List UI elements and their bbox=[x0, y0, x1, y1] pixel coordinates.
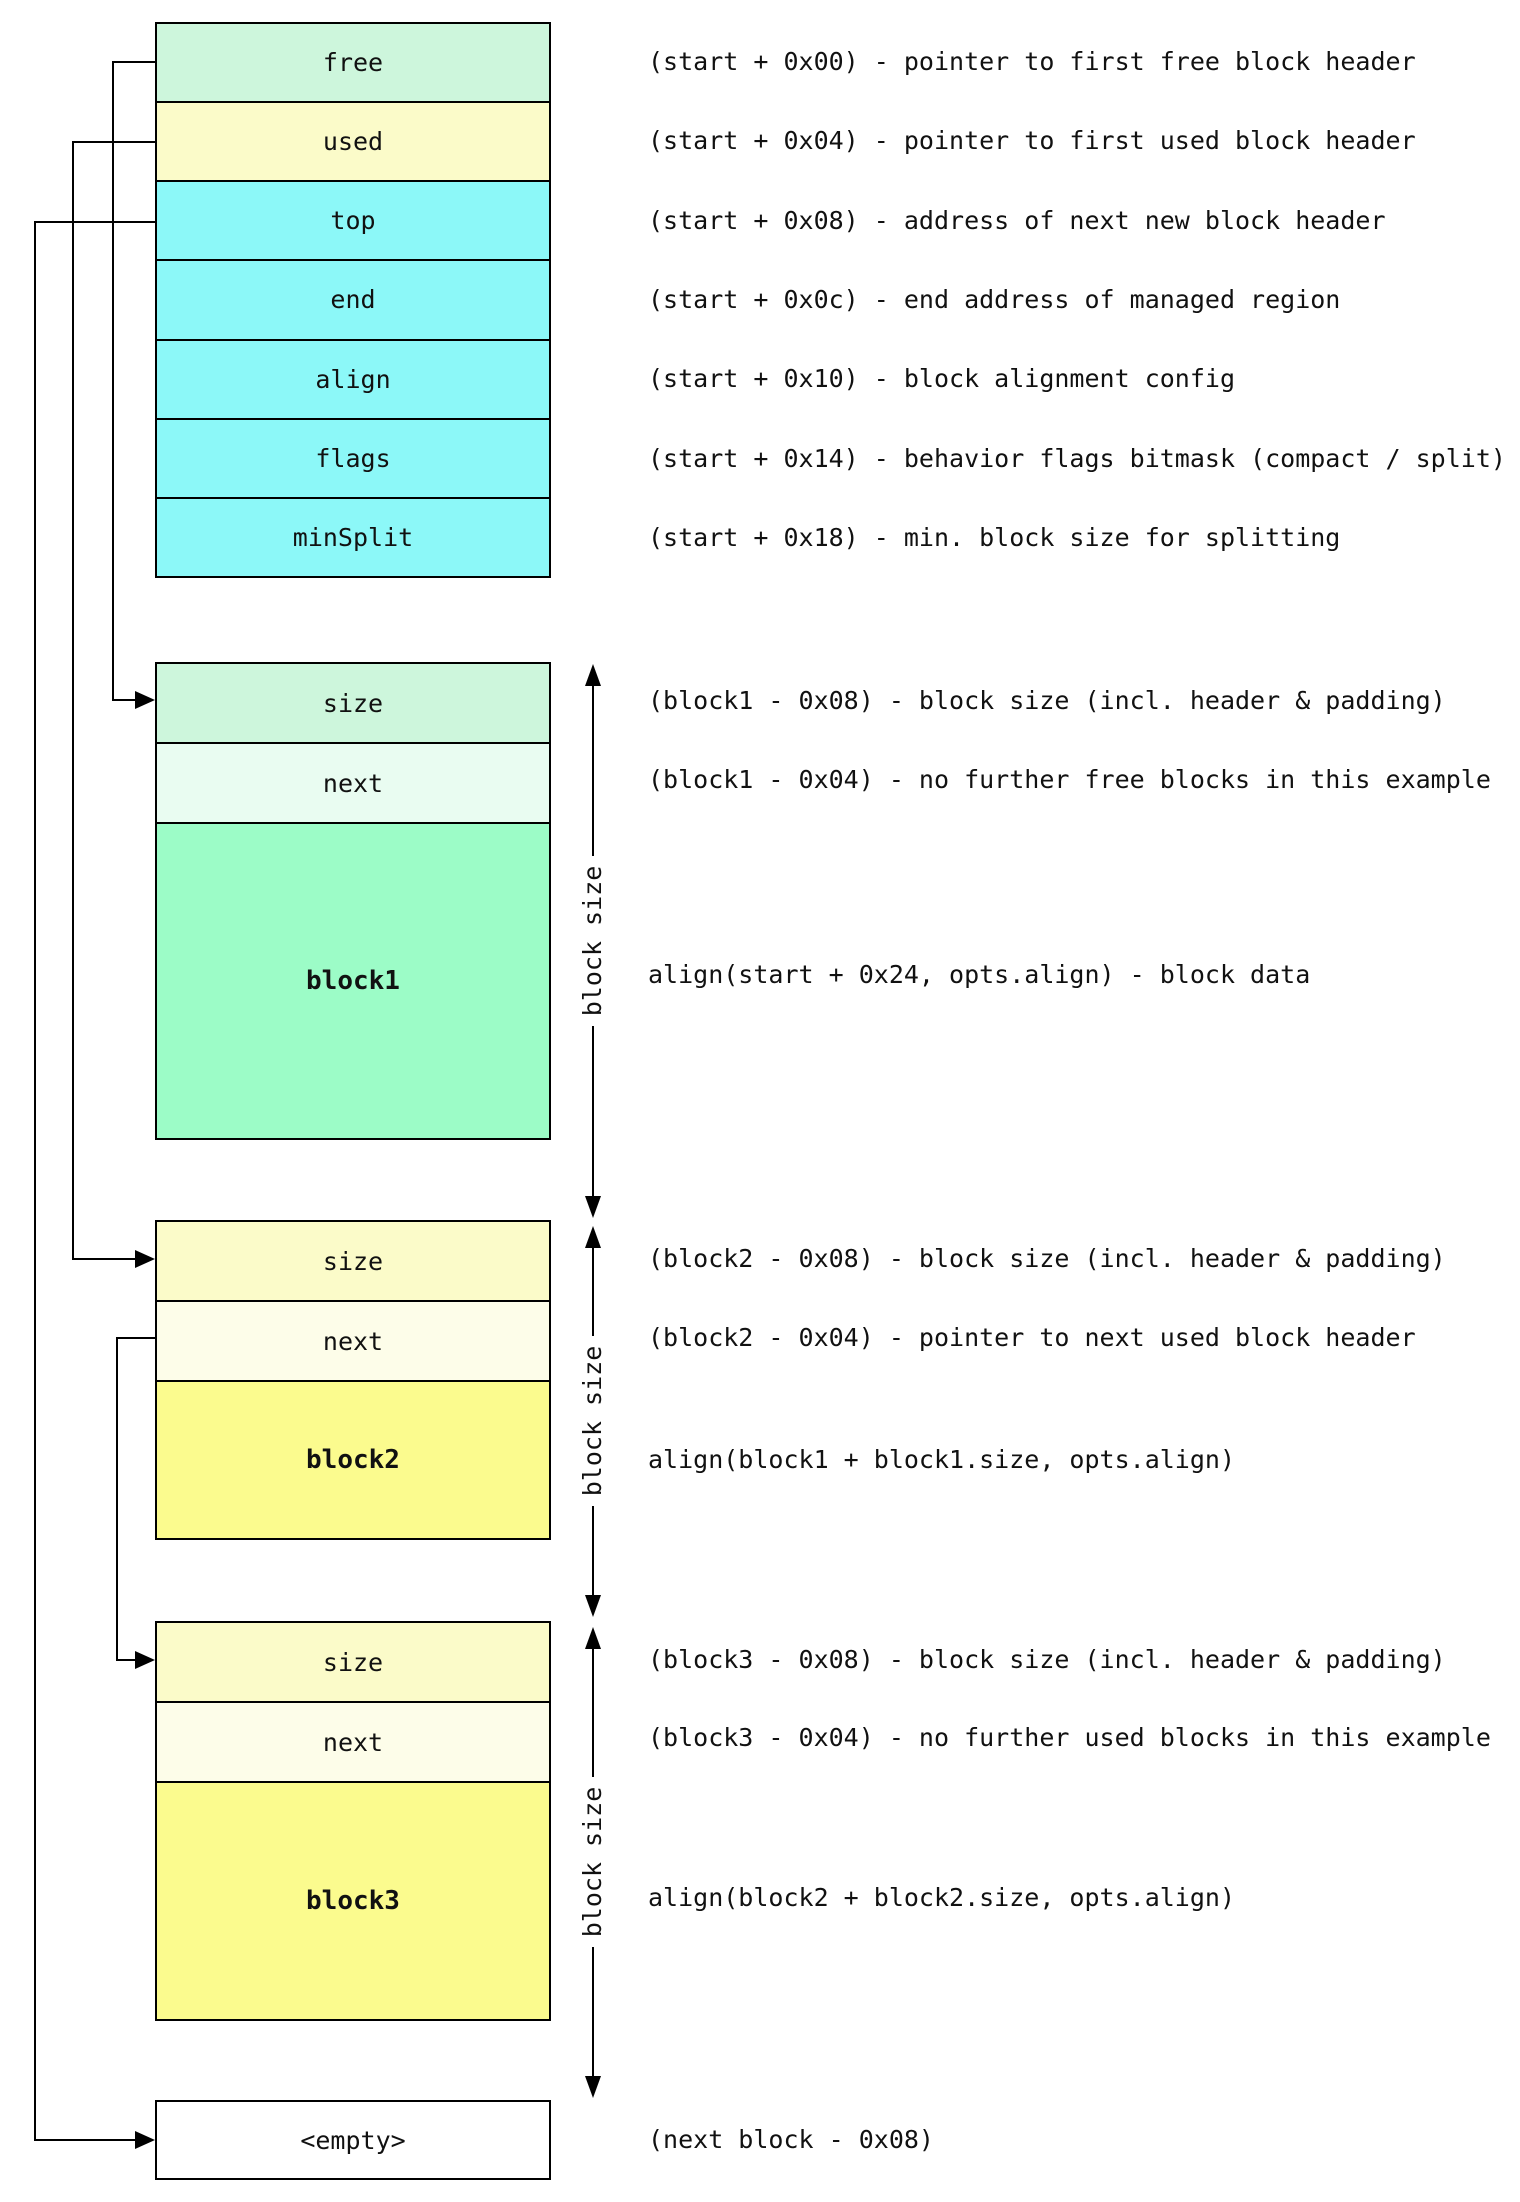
block-name: block2 bbox=[306, 1445, 400, 1475]
empty-block-row: <empty> bbox=[157, 2102, 549, 2178]
block1-row-size: size bbox=[157, 664, 549, 742]
annotation-block1-size: (block1 - 0x08) - block size (incl. head… bbox=[648, 686, 1446, 715]
block3-row-next: next bbox=[157, 1701, 549, 1781]
block2-row-size: size bbox=[157, 1222, 549, 1300]
annotation-block3-next: (block3 - 0x04) - no further used blocks… bbox=[648, 1723, 1491, 1752]
block3-size-arrow-label: block size bbox=[575, 1777, 611, 1947]
field-label: next bbox=[322, 1727, 384, 1757]
annotation-block2-next: (block2 - 0x04) - pointer to next used b… bbox=[648, 1323, 1416, 1352]
free-pointer-arrow bbox=[112, 61, 155, 709]
block1-box: size next block1 bbox=[155, 662, 551, 1140]
annotation-block1-next: (block1 - 0x04) - no further free blocks… bbox=[648, 765, 1491, 794]
annotation-start-0x10: (start + 0x10) - block alignment config bbox=[648, 364, 1235, 393]
annotation-block3-data: align(block2 + block2.size, opts.align) bbox=[648, 1883, 1235, 1912]
block1-size-arrow-label: block size bbox=[575, 856, 611, 1026]
annotation-next-block: (next block - 0x08) bbox=[648, 2125, 934, 2154]
used-pointer-arrow bbox=[72, 141, 155, 1268]
field-label: end bbox=[330, 285, 376, 315]
field-label: size bbox=[322, 1246, 384, 1276]
field-label: free bbox=[322, 48, 384, 78]
allocator-header-box: free used top end align flags minSplit bbox=[155, 22, 551, 578]
block2-row-next: next bbox=[157, 1300, 549, 1380]
field-label: size bbox=[322, 688, 384, 718]
field-label: <empty> bbox=[300, 2125, 406, 2155]
annotation-block2-data: align(block1 + block1.size, opts.align) bbox=[648, 1445, 1235, 1474]
field-label: next bbox=[322, 1326, 384, 1356]
block3-row-size: size bbox=[157, 1623, 549, 1701]
block2-box: size next block2 bbox=[155, 1220, 551, 1540]
header-row-end: end bbox=[157, 259, 549, 339]
block2-size-arrow-label: block size bbox=[575, 1336, 611, 1506]
field-label: next bbox=[322, 768, 384, 798]
annotation-start-0x04: (start + 0x04) - pointer to first used b… bbox=[648, 126, 1416, 155]
header-row-flags: flags bbox=[157, 417, 549, 497]
top-pointer-arrow bbox=[34, 221, 155, 2149]
block-name: block3 bbox=[306, 1886, 400, 1916]
field-label: size bbox=[322, 1647, 384, 1677]
annotation-start-0x00: (start + 0x00) - pointer to first free b… bbox=[648, 47, 1416, 76]
empty-block-box: <empty> bbox=[155, 2100, 551, 2180]
block2-next-pointer-arrow bbox=[116, 1337, 155, 1669]
block1-row-next: next bbox=[157, 742, 549, 822]
block3-data-area: block3 bbox=[157, 1781, 549, 2019]
annotation-start-0x14: (start + 0x14) - behavior flags bitmask … bbox=[648, 444, 1506, 473]
block2-data-area: block2 bbox=[157, 1380, 549, 1538]
field-label: top bbox=[330, 206, 376, 236]
header-row-minsplit: minSplit bbox=[157, 496, 549, 576]
annotation-block3-size: (block3 - 0x08) - block size (incl. head… bbox=[648, 1645, 1446, 1674]
annotation-block1-data: align(start + 0x24, opts.align) - block … bbox=[648, 960, 1311, 989]
annotation-start-0x08: (start + 0x08) - address of next new blo… bbox=[648, 206, 1386, 235]
field-label: align bbox=[315, 364, 391, 394]
field-label: used bbox=[322, 127, 384, 157]
annotation-start-0x0c: (start + 0x0c) - end address of managed … bbox=[648, 285, 1341, 314]
annotation-block2-size: (block2 - 0x08) - block size (incl. head… bbox=[648, 1244, 1446, 1273]
header-row-used: used bbox=[157, 101, 549, 181]
block1-data-area: block1 bbox=[157, 822, 549, 1138]
block-name: block1 bbox=[306, 966, 400, 996]
field-label: flags bbox=[315, 443, 391, 473]
field-label: minSplit bbox=[292, 522, 414, 552]
header-row-top: top bbox=[157, 180, 549, 260]
header-row-align: align bbox=[157, 338, 549, 418]
annotation-start-0x18: (start + 0x18) - min. block size for spl… bbox=[648, 523, 1341, 552]
header-row-free: free bbox=[157, 24, 549, 102]
block3-box: size next block3 bbox=[155, 1621, 551, 2021]
